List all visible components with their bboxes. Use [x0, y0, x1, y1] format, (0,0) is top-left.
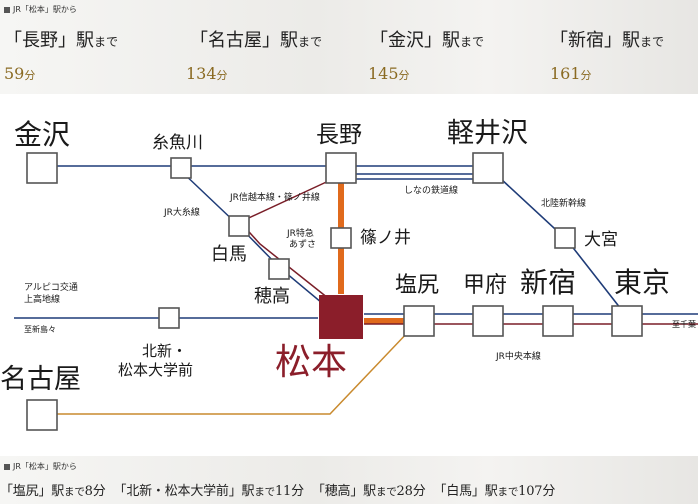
station-tokyo-marker — [611, 305, 643, 337]
station-tokyo-label: 東京 — [614, 266, 670, 299]
shinano-line-label: しなの鉄道線 — [404, 184, 458, 196]
station-kanazawa-marker — [26, 152, 58, 184]
station-karuizawa-marker — [472, 152, 504, 184]
station-omiya-marker — [554, 227, 576, 249]
station-nagoya-label: 名古屋 — [0, 364, 81, 395]
destination-shinjuku: 「新宿」駅まで — [550, 30, 665, 51]
station-shinjuku-label: 新宿 — [520, 266, 576, 299]
top-caption: JR「松本」駅から — [4, 4, 77, 15]
bottom-item-shiojiri: 「塩尻」駅まで8分 — [0, 484, 106, 499]
route-map: 金沢 糸魚川 長野 軽井沢 白馬 穂高 篠ノ井 大宮 塩尻 甲府 新宿 東京 松… — [0, 118, 698, 431]
station-kitashinmatsumoto-marker — [158, 307, 180, 329]
station-nagano-label: 長野 — [316, 122, 362, 148]
bottom-item-hakuba: 「白馬」駅まで107分 — [433, 484, 556, 499]
station-omiya-label: 大宮 — [584, 230, 618, 250]
minutes-nagano: 59分 — [4, 64, 36, 83]
destination-kanazawa: 「金沢」駅まで — [370, 30, 485, 51]
station-matsumoto-label: 松本 — [275, 342, 347, 383]
caption-square-icon — [4, 464, 10, 470]
station-itoigawa-label: 糸魚川 — [152, 133, 203, 153]
station-hakuba-label: 白馬 — [211, 244, 247, 265]
station-shinonoi-label: 篠ノ井 — [360, 228, 411, 248]
hokuriku-line-label: 北陸新幹線 — [541, 197, 586, 209]
to-shinshimashima-label: 至新島々 — [24, 324, 56, 334]
minutes-kanazawa: 145分 — [368, 64, 410, 83]
station-nagoya-marker — [26, 399, 58, 431]
destination-nagano: 「長野」駅まで — [4, 30, 119, 51]
station-nagano-marker — [325, 152, 357, 184]
top-header-band — [0, 0, 698, 94]
bottom-info-band — [0, 456, 698, 504]
station-shiojiri-marker — [403, 305, 435, 337]
station-shiojiri-label: 塩尻 — [395, 273, 439, 298]
bottom-travel-time-list: 「塩尻」駅まで8分「北新・松本大学前」駅まで11分「穂高」駅まで28分「白馬」駅… — [0, 480, 563, 499]
bottom-item-hotaka: 「穂高」駅まで28分 — [311, 484, 426, 499]
bottom-caption: JR「松本」駅から — [4, 461, 77, 472]
station-karuizawa-label: 軽井沢 — [447, 118, 528, 149]
station-kofu-label: 甲府 — [463, 273, 507, 298]
minutes-shinjuku: 161分 — [550, 64, 592, 83]
station-shinjuku-marker — [542, 305, 574, 337]
station-hotaka-marker — [268, 258, 290, 280]
station-hotaka-label: 穂高 — [254, 286, 290, 307]
station-kitashinmatsumoto-label: 北新・松本大学前 — [118, 342, 193, 379]
station-itoigawa-marker — [170, 157, 192, 179]
to-chiba-label: 至千葉 — [672, 319, 696, 329]
alpico-line-label: アルピコ交通上高地線 — [24, 281, 78, 305]
station-kanazawa-label: 金沢 — [14, 118, 70, 151]
chuo-line-label: JR中央本線 — [495, 350, 541, 362]
oito-line — [179, 169, 341, 319]
azusa-label: JR特急あずさ — [286, 227, 316, 250]
line-layer — [14, 165, 698, 415]
chuo-west-line — [42, 329, 411, 415]
shinetsu-shinonoi-line — [238, 177, 339, 307]
station-matsumoto-marker — [319, 295, 363, 339]
hokuriku-shinkansen-line — [42, 165, 629, 319]
caption-square-icon — [4, 7, 10, 13]
station-shinonoi-marker — [330, 227, 352, 249]
shinetsu-line-label: JR信越本線・篠ノ井線 — [229, 191, 320, 203]
destination-nagoya: 「名古屋」駅まで — [190, 30, 323, 51]
bottom-item-kitashinmatsumoto: 「北新・松本大学前」駅まで11分 — [113, 484, 305, 499]
oito-line-label: JR大糸線 — [163, 206, 200, 218]
minutes-nagoya: 134分 — [186, 64, 228, 83]
station-kofu-marker — [472, 305, 504, 337]
station-hakuba-marker — [228, 215, 250, 237]
